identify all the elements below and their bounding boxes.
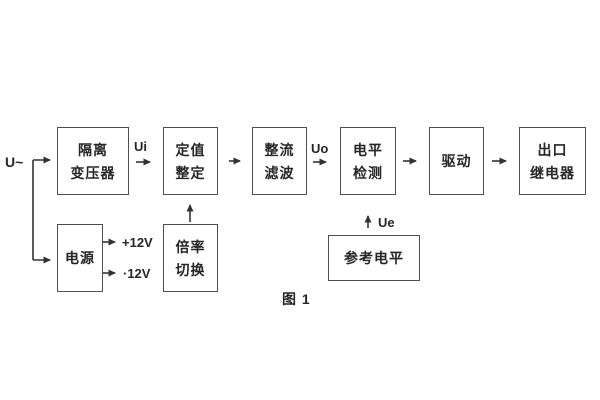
block-ratio-switching: 倍率 切换 bbox=[163, 224, 218, 292]
block-output-relay: 出口 继电器 bbox=[519, 127, 586, 195]
block-label: 整定 bbox=[175, 164, 206, 181]
block-label: 滤波 bbox=[264, 164, 295, 181]
block-power-supply: 电源 bbox=[57, 224, 103, 292]
block-label: 切换 bbox=[175, 261, 206, 278]
block-setpoint-setting: 定值 整定 bbox=[163, 127, 218, 195]
block-label: 变压器 bbox=[70, 164, 116, 181]
power-rail-negative-label: ·12V bbox=[123, 266, 151, 281]
block-label: 整流 bbox=[264, 141, 295, 158]
figure-caption: 图 1 bbox=[282, 291, 311, 307]
block-label: 倍率 bbox=[175, 238, 206, 255]
signal-uo-label: Uo bbox=[311, 141, 329, 156]
block-label: 驱动 bbox=[441, 153, 472, 169]
block-label: 检测 bbox=[353, 164, 383, 181]
signal-ue-label: Ue bbox=[378, 215, 395, 230]
block-label: 电平 bbox=[353, 141, 383, 158]
block-rectifier-filter: 整流 滤波 bbox=[252, 127, 307, 195]
block-reference-level: 参考电平 bbox=[328, 235, 420, 281]
block-label: 继电器 bbox=[530, 164, 575, 181]
block-label: 电源 bbox=[65, 250, 95, 266]
block-drive: 驱动 bbox=[429, 127, 484, 195]
block-level-detection: 电平 检测 bbox=[340, 127, 396, 195]
block-isolation-transformer: 隔离 变压器 bbox=[57, 127, 129, 195]
block-label: 定值 bbox=[175, 141, 206, 158]
signal-ui-label: Ui bbox=[134, 139, 147, 154]
block-label: 出口 bbox=[537, 141, 568, 158]
block-label: 隔离 bbox=[78, 141, 108, 158]
block-label: 参考电平 bbox=[344, 250, 404, 266]
input-voltage-label: U~ bbox=[5, 154, 24, 170]
power-rail-positive-label: +12V bbox=[122, 235, 153, 250]
